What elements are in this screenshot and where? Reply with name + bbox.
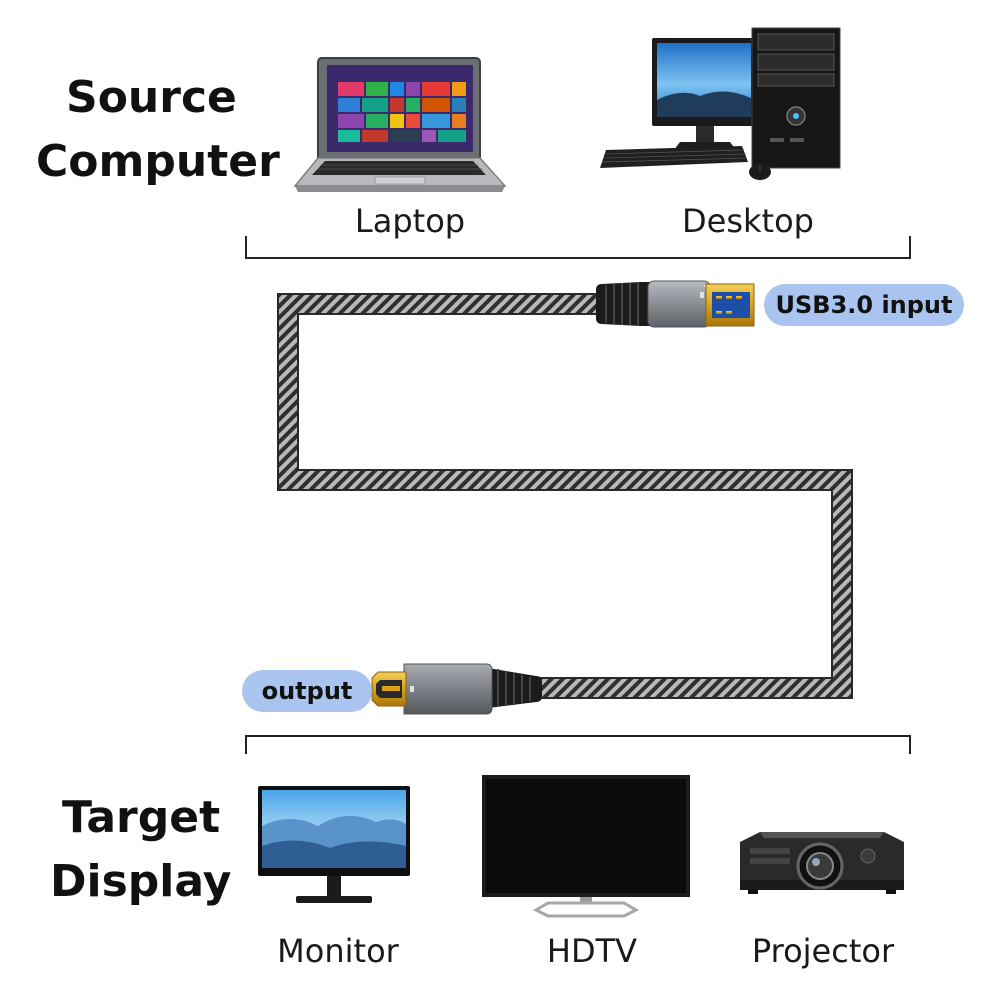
monitor-label: Monitor bbox=[277, 932, 399, 970]
hdtv-icon bbox=[482, 775, 690, 918]
desktop-computer-icon bbox=[600, 27, 841, 180]
usb-a-connector-icon bbox=[596, 280, 755, 328]
source-heading-line2: Computer bbox=[36, 136, 280, 187]
usb-input-label: USB3.0 input bbox=[764, 284, 964, 326]
laptop-label: Laptop bbox=[354, 202, 466, 240]
output-label: output bbox=[242, 670, 372, 712]
hdtv-label: HDTV bbox=[546, 932, 638, 970]
target-bracket bbox=[245, 735, 911, 754]
source-heading-line1: Source bbox=[66, 72, 237, 123]
monitor-icon bbox=[258, 786, 410, 903]
target-heading-line2: Display bbox=[50, 856, 232, 907]
projector-label: Projector bbox=[751, 932, 895, 970]
braided-cable bbox=[277, 293, 853, 699]
laptop-screen-tiles bbox=[338, 82, 466, 142]
source-bracket bbox=[245, 236, 911, 259]
target-heading-line1: Target bbox=[62, 792, 221, 843]
hdmi-connector-icon bbox=[371, 663, 542, 715]
projector-icon bbox=[740, 832, 904, 894]
source-heading: Source Computer bbox=[36, 66, 286, 194]
target-heading: Target Display bbox=[50, 786, 270, 914]
desktop-label: Desktop bbox=[682, 202, 814, 240]
laptop-icon bbox=[293, 57, 507, 192]
